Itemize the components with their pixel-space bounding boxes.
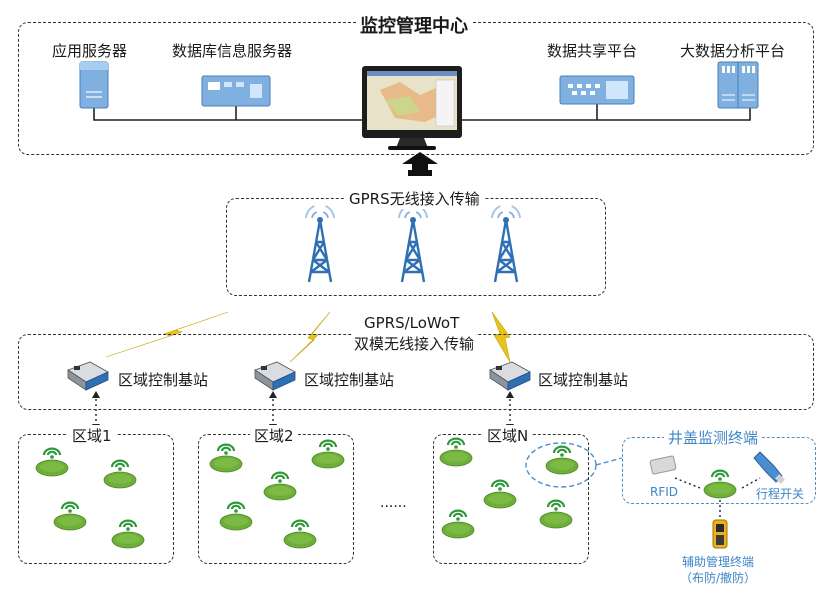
region-label-2: 区域2 (250, 425, 298, 446)
manhole-cover-icon-1 (35, 447, 69, 477)
manhole-cover-icon-14 (441, 509, 475, 539)
travel-switch-icon (753, 451, 785, 484)
aux-terminal-label-line2: （布防/撤防） (680, 571, 757, 585)
rfid-label: RFID (650, 485, 679, 499)
base-station-icon-3 (489, 361, 531, 391)
manhole-cover-icon-terminal (703, 469, 737, 499)
server-bus-line (93, 104, 751, 121)
manhole-cover-icon-10 (439, 437, 473, 467)
server-label-bigdata: 大数据分析平台 (680, 42, 786, 60)
manhole-cover-icon-7 (263, 471, 297, 501)
manhole-cover-icon-12 (483, 479, 517, 509)
rfid-tag-icon (649, 455, 677, 475)
server-label-app: 应用服务器 (52, 42, 128, 60)
manhole-cover-icon-5 (209, 443, 243, 473)
region-label-1: 区域1 (68, 425, 116, 446)
manhole-cover-icon-3 (53, 501, 87, 531)
monitor-screen-icon (362, 66, 462, 150)
server-label-db: 数据库信息服务器 (172, 42, 293, 60)
region-box-n (433, 434, 589, 564)
ellipsis: ...... (380, 495, 407, 511)
aux-terminal-label-line1: 辅助管理终端 (682, 555, 755, 569)
manhole-cover-icon-9 (283, 519, 317, 549)
aux-terminal-icon (712, 519, 728, 549)
gprs-layer-box (226, 198, 606, 296)
manhole-cover-icon-8 (219, 501, 253, 531)
switch-label: 行程开关 (756, 487, 805, 501)
dual-layer-title-line2: 双模无线接入传输 (352, 333, 477, 354)
app-server-icon (79, 61, 109, 109)
manhole-cover-icon-4 (111, 519, 145, 549)
region-box-1 (18, 434, 174, 564)
station-label-2: 区域控制基站 (304, 371, 395, 389)
share-platform-icon (559, 75, 635, 105)
tower-icon-1 (305, 205, 335, 283)
base-station-icon-2 (254, 361, 296, 391)
manhole-cover-icon-11 (545, 445, 579, 475)
bigdata-platform-icon (717, 61, 759, 109)
manhole-cover-icon-2 (103, 459, 137, 489)
server-label-share: 数据共享平台 (547, 42, 638, 60)
tower-icon-3 (491, 205, 521, 283)
base-station-icon-1 (67, 361, 109, 391)
db-server-icon (201, 75, 271, 107)
upload-arrow (402, 152, 438, 175)
manhole-cover-icon-6 (311, 439, 345, 469)
manhole-cover-icon-13 (539, 499, 573, 529)
region-label-n: 区域N (483, 425, 533, 446)
gprs-layer-title: GPRS无线接入传输 (345, 188, 484, 209)
station-label-3: 区域控制基站 (538, 371, 629, 389)
dual-layer-title-line1: GPRS/LoWoT (362, 314, 462, 332)
region-box-2 (198, 434, 354, 564)
terminal-title: 井盖监测终端 (664, 427, 763, 448)
station-label-1: 区域控制基站 (118, 371, 209, 389)
monitor-center-title: 监控管理中心 (356, 12, 472, 38)
